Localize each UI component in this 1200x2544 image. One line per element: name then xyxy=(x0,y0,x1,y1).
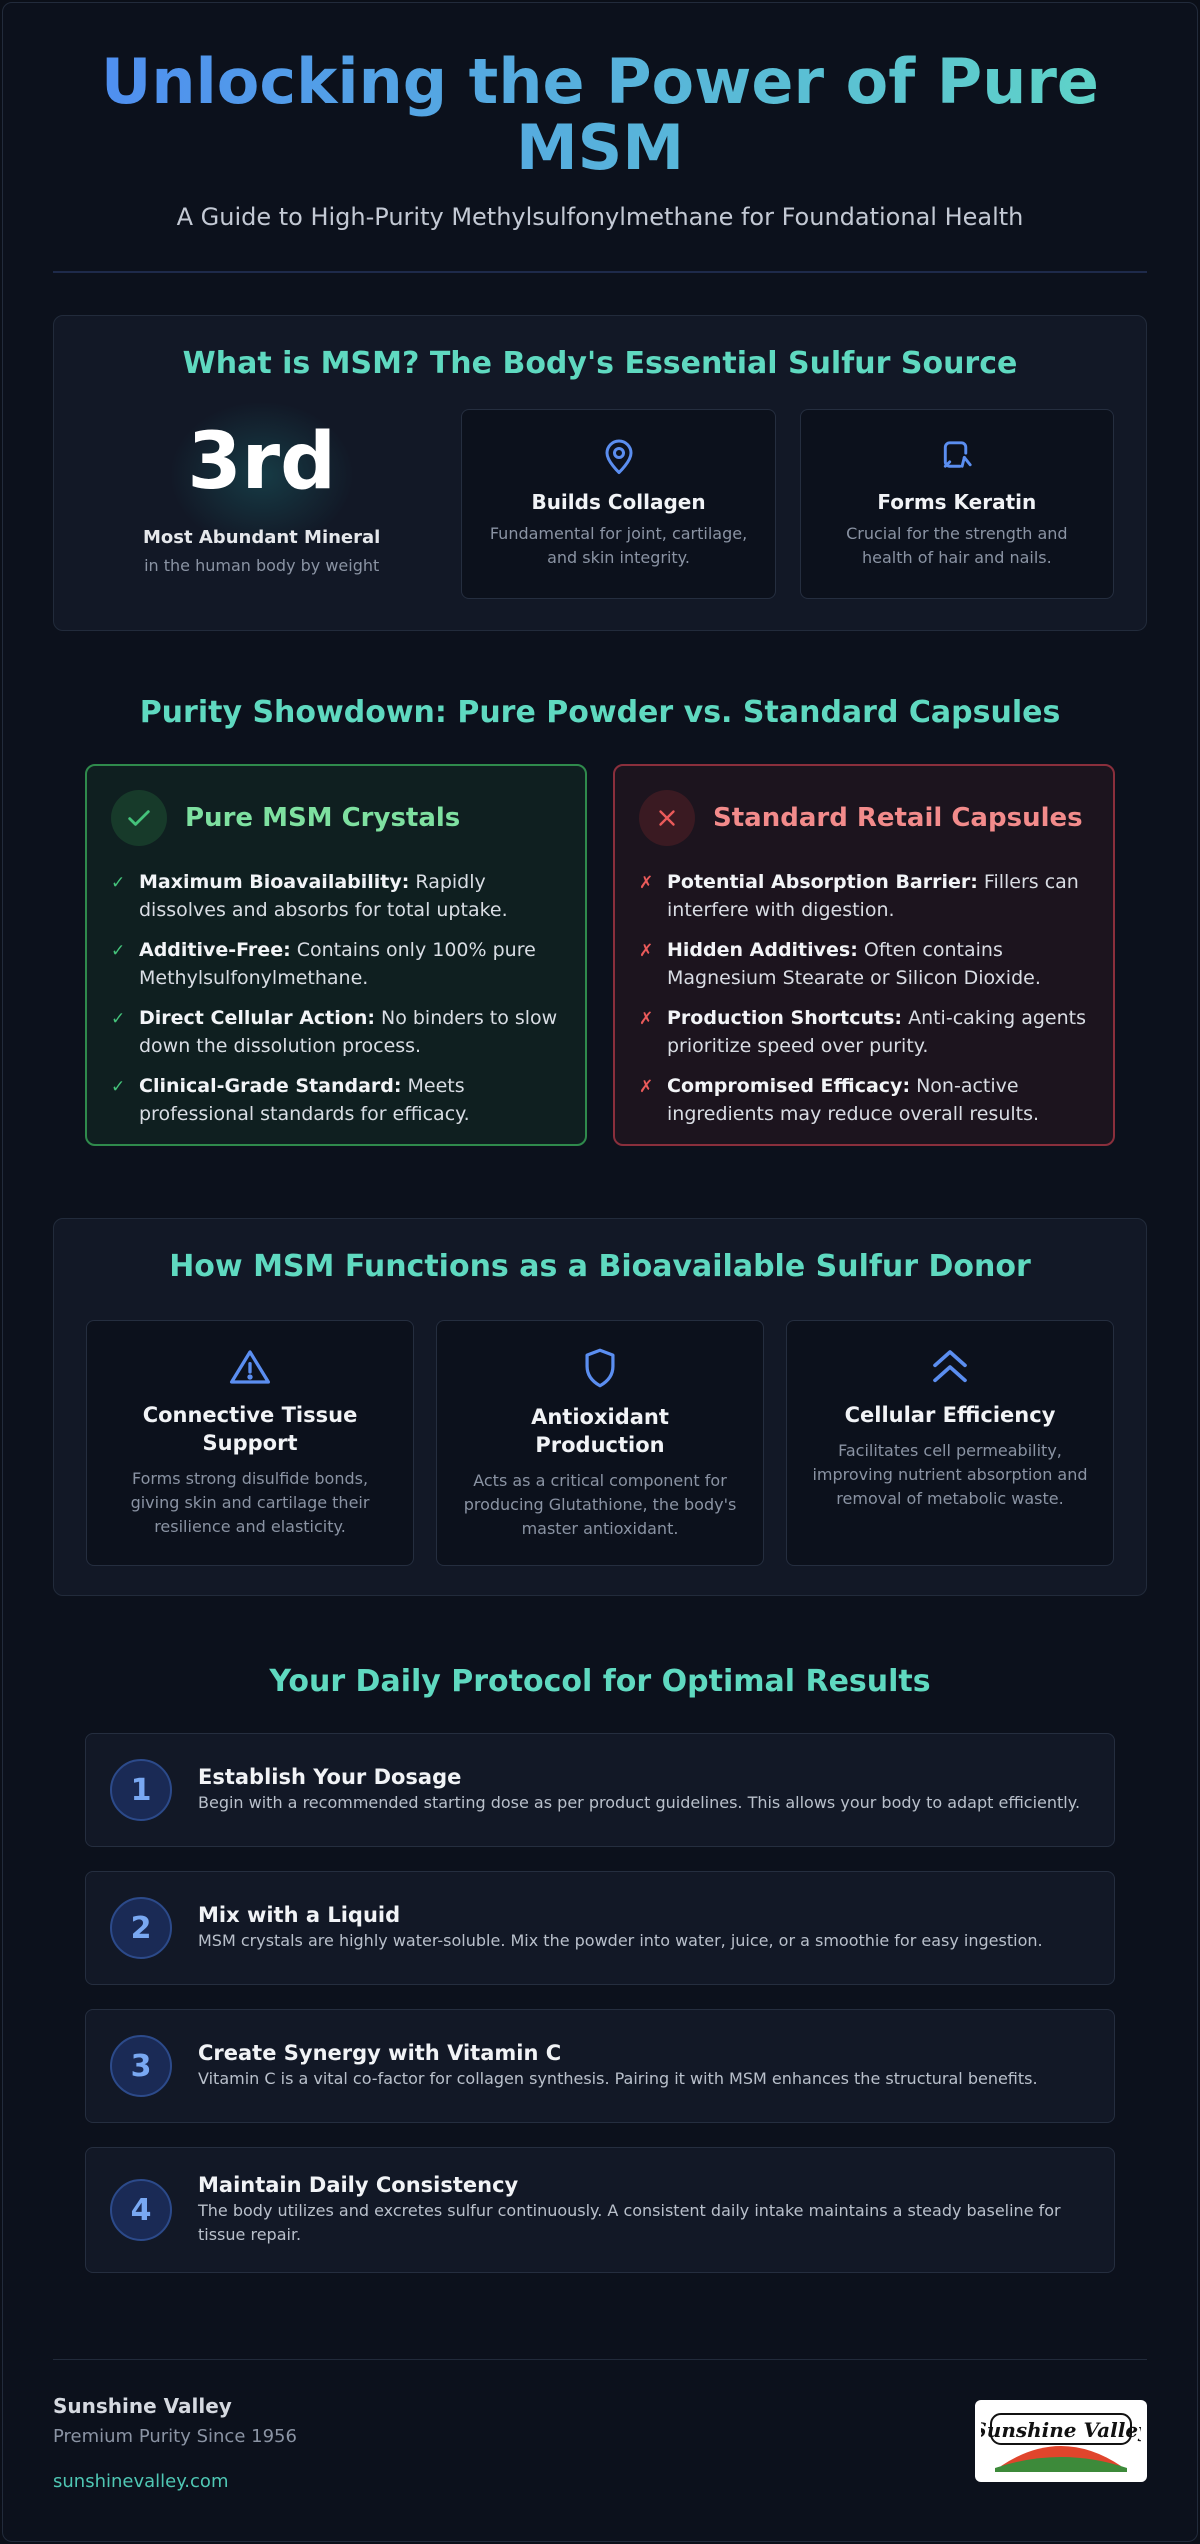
double-chevron-up-icon xyxy=(928,1350,972,1391)
warning-triangle-icon xyxy=(226,1350,274,1391)
step-desc: Begin with a recommended starting dose a… xyxy=(198,1793,1081,1812)
stat-sub: in the human body by weight xyxy=(144,556,380,575)
card-title: Pure MSM Crystals xyxy=(185,803,461,833)
edit-note-icon xyxy=(938,441,976,480)
purity-showdown-section: Purity Showdown: Pure Powder vs. Standar… xyxy=(53,695,1147,1146)
shield-icon xyxy=(580,1348,620,1393)
list-item: ✓Clinical-Grade Standard: Meets professi… xyxy=(111,1072,561,1128)
cross-mark-icon: ✗ xyxy=(639,1009,654,1029)
feature-title: Forms Keratin xyxy=(877,490,1037,514)
brand-logo: Sunshine Valley xyxy=(975,2400,1147,2482)
cross-mark-icon: ✗ xyxy=(639,941,654,961)
function-card-antioxidant: Antioxidant Production Acts as a critica… xyxy=(436,1320,764,1566)
svg-text:Sunshine Valley: Sunshine Valley xyxy=(981,2418,1141,2442)
step-title: Maintain Daily Consistency xyxy=(198,2173,519,2197)
how-msm-functions-section: How MSM Functions as a Bioavailable Sulf… xyxy=(53,1218,1147,1596)
feature-card-keratin: Forms Keratin Crucial for the strength a… xyxy=(799,409,1114,599)
feature-desc: Crucial for the strength and health of h… xyxy=(846,524,1068,567)
page-title: Unlocking the Power of Pure MSM xyxy=(101,45,1099,184)
feature-card-collagen: Builds Collagen Fundamental for joint, c… xyxy=(461,409,776,599)
check-mark-icon: ✓ xyxy=(111,873,126,893)
step-item: 4 Maintain Daily Consistency The body ut… xyxy=(85,2147,1115,2273)
divider xyxy=(53,271,1147,273)
pure-msm-card: Pure MSM Crystals ✓Maximum Bioavailabili… xyxy=(85,764,587,1146)
location-pin-icon xyxy=(601,439,637,480)
stat-glow xyxy=(161,395,362,555)
stat-label: Most Abundant Mineral xyxy=(143,527,381,548)
list-item: ✓Maximum Bioavailability: Rapidly dissol… xyxy=(111,868,561,924)
divider xyxy=(53,2359,1147,2360)
list-item: ✗Potential Absorption Barrier: Fillers c… xyxy=(639,868,1089,924)
stat-block: 3rd Most Abundant Mineral in the human b… xyxy=(86,395,437,599)
stat-value: 3rd xyxy=(187,417,336,507)
brand-tagline: Premium Purity Since 1956 xyxy=(53,2426,297,2447)
function-desc: Acts as a critical component for produci… xyxy=(463,1471,737,1538)
card-title: Standard Retail Capsules xyxy=(713,803,1083,833)
step-number: 2 xyxy=(110,1897,172,1959)
step-desc: MSM crystals are highly water-soluble. M… xyxy=(198,1931,1043,1950)
benefit-list: ✓Maximum Bioavailability: Rapidly dissol… xyxy=(111,868,561,1128)
step-number: 1 xyxy=(110,1759,172,1821)
list-item: ✗Production Shortcuts: Anti-caking agent… xyxy=(639,1004,1089,1060)
what-is-msm-section: What is MSM? The Body's Essential Sulfur… xyxy=(53,315,1147,631)
list-item: ✗Compromised Efficacy: Non-active ingred… xyxy=(639,1072,1089,1128)
feature-title: Builds Collagen xyxy=(531,490,706,514)
function-card-connective: Connective Tissue Support Forms strong d… xyxy=(86,1320,414,1566)
section-title: How MSM Functions as a Bioavailable Sulf… xyxy=(169,1249,1031,1284)
drawback-list: ✗Potential Absorption Barrier: Fillers c… xyxy=(639,868,1089,1128)
step-title: Create Synergy with Vitamin C xyxy=(198,2041,562,2065)
page-subtitle: A Guide to High-Purity Methylsulfonylmet… xyxy=(176,203,1024,231)
cross-mark-icon: ✗ xyxy=(639,873,654,893)
standard-capsules-card: Standard Retail Capsules ✗Potential Abso… xyxy=(613,764,1115,1146)
footer: Sunshine Valley Premium Purity Since 195… xyxy=(53,2394,1147,2492)
step-item: 1 Establish Your Dosage Begin with a rec… xyxy=(85,1733,1115,1847)
check-mark-icon: ✓ xyxy=(111,1077,126,1097)
step-number: 4 xyxy=(110,2179,172,2241)
brand-link[interactable]: sunshinevalley.com xyxy=(53,2471,229,2492)
cross-mark-icon: ✗ xyxy=(639,1077,654,1097)
step-item: 3 Create Synergy with Vitamin C Vitamin … xyxy=(85,2009,1115,2123)
function-title: Cellular Efficiency xyxy=(844,1403,1056,1427)
section-title: Your Daily Protocol for Optimal Results xyxy=(269,1664,931,1699)
function-title: Antioxidant Production xyxy=(531,1405,669,1457)
check-mark-icon: ✓ xyxy=(111,1009,126,1029)
list-item: ✓Direct Cellular Action: No binders to s… xyxy=(111,1004,561,1060)
function-card-cellular: Cellular Efficiency Facilitates cell per… xyxy=(786,1320,1114,1566)
step-desc: The body utilizes and excretes sulfur co… xyxy=(198,2201,1061,2244)
step-title: Establish Your Dosage xyxy=(198,1765,462,1789)
daily-protocol-section: Your Daily Protocol for Optimal Results … xyxy=(53,1664,1147,2273)
steps-list: 1 Establish Your Dosage Begin with a rec… xyxy=(53,1733,1147,2273)
check-mark-icon: ✓ xyxy=(111,941,126,961)
step-number: 3 xyxy=(110,2035,172,2097)
list-item: ✗Hidden Additives: Often contains Magnes… xyxy=(639,936,1089,992)
feature-desc: Fundamental for joint, cartilage, and sk… xyxy=(489,524,748,567)
step-title: Mix with a Liquid xyxy=(198,1903,401,1927)
hero: Unlocking the Power of Pure MSM A Guide … xyxy=(53,3,1147,273)
section-title: What is MSM? The Body's Essential Sulfur… xyxy=(182,346,1018,381)
check-icon xyxy=(111,790,167,846)
brand-name: Sunshine Valley xyxy=(53,2394,232,2418)
function-desc: Forms strong disulfide bonds, giving ski… xyxy=(130,1469,370,1536)
step-desc: Vitamin C is a vital co-factor for colla… xyxy=(198,2069,1038,2088)
function-title: Connective Tissue Support xyxy=(142,1403,358,1455)
x-icon xyxy=(639,790,695,846)
step-item: 2 Mix with a Liquid MSM crystals are hig… xyxy=(85,1871,1115,1985)
function-desc: Facilitates cell permeability, improving… xyxy=(812,1441,1088,1508)
section-title: Purity Showdown: Pure Powder vs. Standar… xyxy=(139,695,1061,730)
list-item: ✓Additive-Free: Contains only 100% pure … xyxy=(111,936,561,992)
